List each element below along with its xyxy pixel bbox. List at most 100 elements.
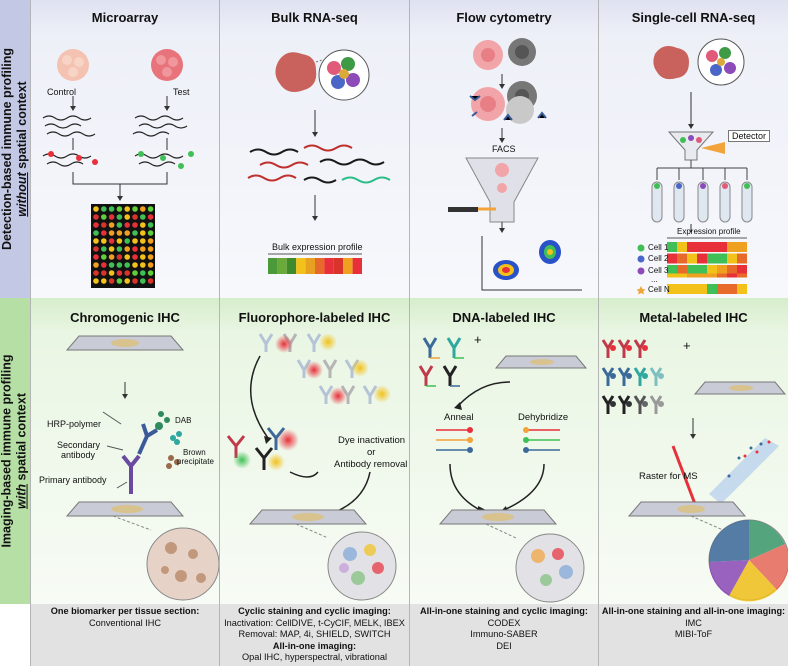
array-spot	[140, 278, 146, 284]
footer-line: DEI	[496, 640, 512, 651]
array-spot	[108, 246, 115, 252]
heatmap-cell	[324, 258, 334, 274]
detector-label: Detector	[728, 130, 771, 142]
heatmap-cell	[677, 273, 687, 278]
array-spot	[124, 262, 130, 268]
heatmap-cell	[268, 258, 278, 274]
array-spot	[108, 206, 115, 212]
test-label: Test	[173, 87, 190, 97]
array-spot	[147, 262, 154, 268]
array-spot	[147, 246, 154, 252]
heatmap-cell	[286, 258, 297, 274]
panel-microarray: Microarray Control Test	[30, 0, 219, 298]
heatmap-cell	[296, 258, 306, 274]
array-spot	[124, 214, 130, 220]
array-spot	[124, 246, 130, 252]
heatmap-cell	[707, 284, 717, 294]
array-spot	[116, 214, 123, 220]
metal-illustration	[601, 339, 788, 602]
array-spot	[116, 254, 123, 260]
heatmap-cell	[737, 265, 747, 275]
footer-heading: One biomarker per tissue section:	[50, 606, 200, 616]
array-spot	[132, 230, 138, 236]
heatmap-cell	[697, 242, 707, 252]
array-spot	[101, 262, 107, 268]
array-spot	[132, 238, 138, 244]
brown-label: Brown	[183, 448, 206, 457]
array-spot	[93, 270, 99, 276]
bulk-profile-label: Bulk expression profile	[272, 242, 363, 252]
heatmap-cell	[697, 253, 707, 264]
panel-title: Flow cytometry	[456, 10, 552, 25]
heatmap-cell	[687, 265, 697, 275]
row-label-line2: spatial context	[15, 81, 30, 169]
array-spot	[140, 254, 146, 260]
heatmap-cell	[737, 284, 747, 294]
control-label: Control	[47, 87, 77, 97]
heatmap-cell	[727, 242, 737, 252]
heatmap-cell	[707, 242, 717, 252]
array-spot	[132, 246, 138, 252]
panel-flow-cytometry: Flow cytometry FACS	[409, 0, 598, 298]
heatmap-cell	[333, 258, 344, 274]
secondary-antibody-label: antibody	[61, 450, 96, 460]
array-spot	[140, 230, 146, 236]
heatmap-cell	[727, 265, 737, 275]
array-spot	[101, 222, 107, 228]
heatmap-cell	[687, 242, 697, 252]
footer-heading: All-in-one imaging:	[272, 640, 357, 651]
array-spot	[147, 206, 154, 212]
array-spot	[116, 222, 123, 228]
array-spot	[93, 214, 99, 220]
heatmap-cell	[677, 284, 687, 294]
plus-sign: +	[474, 332, 482, 347]
heatmap-cell	[343, 258, 353, 274]
footer-line: Opal IHC, hyperspectral, vibrational	[241, 652, 388, 662]
cell-label: Cell 2	[648, 254, 669, 263]
array-spot	[101, 246, 107, 252]
primary-antibody-label: Primary antibody	[39, 475, 107, 485]
panel-dna-ihc: DNA-labeled IHC + Anneal Dehybridize	[409, 298, 598, 604]
heatmap-cell	[707, 265, 717, 275]
array-spot	[93, 230, 99, 236]
footer-heading: All-in-one staining and all-in-one imagi…	[601, 606, 786, 616]
heatmap-cell	[687, 273, 697, 278]
array-spot	[101, 206, 107, 212]
cell-label: ...	[651, 275, 658, 284]
panel-title: Fluorophore-labeled IHC	[238, 310, 391, 325]
array-spot	[140, 238, 146, 244]
array-spot	[116, 270, 123, 276]
array-spot	[93, 246, 99, 252]
heatmap-cell	[737, 273, 747, 278]
precipitate-label: precipitate	[177, 457, 214, 466]
panel-title: Chromogenic IHC	[70, 310, 180, 325]
cell-label: Cell 1	[648, 243, 669, 252]
heatmap-cell	[677, 253, 687, 264]
dab-label: DAB	[175, 416, 192, 425]
heatmap-cell	[677, 242, 687, 252]
array-spot	[147, 278, 154, 284]
array-spot	[101, 230, 107, 236]
footer-metal: All-in-one staining and all-in-one imagi…	[598, 604, 788, 666]
array-spot	[140, 270, 146, 276]
heatmap-cell	[737, 253, 747, 264]
footer-line: CODEX	[487, 617, 521, 628]
array-spot	[116, 278, 123, 284]
panel-title: Bulk RNA-seq	[271, 10, 358, 25]
cell-label: Cell N	[648, 285, 670, 294]
footer-heading: All-in-one staining and cyclic imaging:	[420, 606, 588, 616]
array-spot	[147, 222, 154, 228]
array-spot	[108, 230, 115, 236]
array-spot	[147, 230, 154, 236]
anneal-label: Anneal	[444, 412, 474, 423]
panel-bulk-rnaseq: Bulk RNA-seq Bulk expression profile	[219, 0, 409, 298]
footer-fluorophore: Cyclic staining and cyclic imaging: Inac…	[219, 604, 409, 666]
cell-label: Cell 3	[648, 266, 669, 275]
array-spot	[116, 230, 123, 236]
heatmap-cell	[277, 258, 287, 274]
array-spot	[108, 222, 115, 228]
panel-single-cell-rnaseq: Single-cell RNA-seq Detector Expression …	[598, 0, 788, 298]
array-spot	[108, 238, 115, 244]
dna-illustration	[418, 337, 588, 603]
footer-line: Inactivation: CellDIVE, t-CyCIF, MELK, I…	[224, 617, 405, 628]
